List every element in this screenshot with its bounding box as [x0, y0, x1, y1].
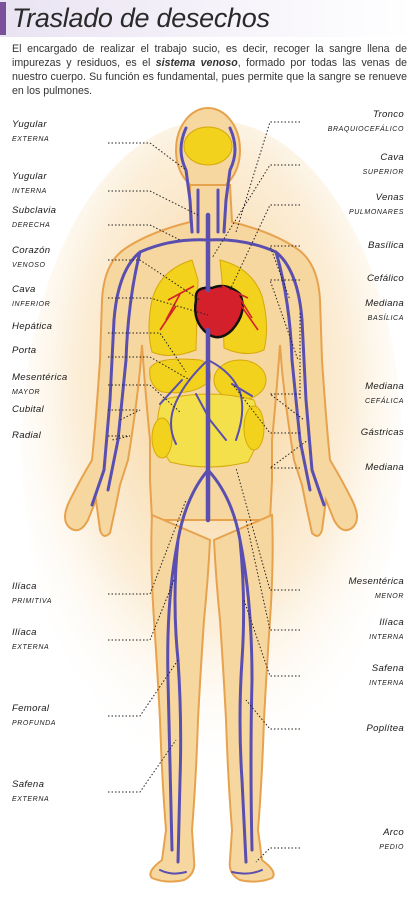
leader-lines — [108, 121, 309, 863]
label-line2: interna — [12, 185, 47, 196]
lung-red-branches — [159, 285, 259, 331]
label-safena-externa: Safena externa — [12, 778, 49, 806]
label-line1: Basílica — [368, 240, 404, 251]
title-band: Traslado de desechos — [0, 0, 412, 37]
label-line2: pulmonares — [348, 206, 404, 217]
label-mediana-cefalica: Mediana cefálica — [365, 380, 404, 408]
label-line1: Venas — [375, 192, 404, 203]
label-arco-pedio: Arco pedio — [379, 826, 404, 854]
label-line1: Safena — [371, 663, 404, 674]
veins — [90, 126, 326, 875]
label-tronco-braquiocefalico: Tronco braquiocefálico — [328, 108, 404, 136]
label-line1: Cefálico — [366, 273, 404, 284]
label-yugular-interna: Yugular interna — [12, 170, 47, 198]
label-line2: superior — [362, 166, 404, 177]
organs — [148, 126, 268, 468]
label-line1: Tronco — [373, 109, 404, 120]
iliac-and-legs — [166, 468, 254, 864]
label-line1: Corazón — [12, 245, 51, 256]
label-line2: basílica — [367, 312, 404, 323]
label-line1: Ilíaca — [12, 627, 37, 638]
colon-left — [243, 405, 265, 451]
label-line1: Hepática — [12, 321, 53, 332]
label-mesenterica-menor: Mesentérica menor — [348, 575, 404, 603]
label-line2: mayor — [12, 386, 41, 397]
colon-right — [151, 417, 173, 459]
label-line2: braquiocefálico — [327, 123, 404, 134]
label-line2: derecha — [12, 219, 51, 230]
label-line1: Gástricas — [360, 427, 404, 438]
label-line1: Femoral — [12, 703, 50, 714]
label-venas-pulmonares: Venas pulmonares — [349, 191, 404, 219]
label-line2: cefálica — [364, 395, 404, 406]
label-subclavia-derecha: Subclavia derecha — [12, 204, 56, 232]
label-line1: Arco — [383, 827, 404, 838]
label-line2: interna — [369, 677, 404, 688]
label-line1: Cava — [380, 152, 404, 163]
subclavian-and-arms — [90, 238, 326, 507]
pedal-arch — [159, 869, 263, 875]
label-cubital: Cubital — [12, 403, 44, 417]
brain — [183, 126, 233, 166]
label-yugular-externa: Yugular externa — [12, 118, 49, 146]
right-leg — [212, 513, 275, 883]
portal-mesenteric — [159, 359, 253, 445]
label-line1: Cava — [12, 284, 36, 295]
label-line1: Mediana — [365, 298, 404, 309]
label-basilica: Basílica — [368, 239, 404, 253]
label-line1: Radial — [12, 430, 41, 441]
label-radial: Radial — [12, 429, 41, 443]
label-line1: Cubital — [12, 404, 44, 415]
label-line2: externa — [12, 793, 50, 804]
label-line2: menor — [374, 590, 404, 601]
label-line1: Ilíaca — [12, 581, 37, 592]
label-line1: Safena — [12, 779, 45, 790]
label-line2: inferior — [12, 298, 51, 309]
title-accent-bar — [0, 2, 6, 35]
label-cava-superior: Cava superior — [363, 151, 404, 179]
label-line2: venoso — [12, 259, 46, 270]
label-line1: Mesentérica — [12, 372, 68, 383]
label-porta: Porta — [12, 344, 36, 358]
intro-text-before: El encargado de realizar el trabajo suci… — [12, 43, 407, 70]
label-cefalico: Cefálico — [367, 272, 404, 286]
label-iliaca-externa: Ilíaca externa — [12, 626, 49, 654]
label-cava-inferior: Cava inferior — [12, 283, 50, 311]
intro-paragraph: El encargado de realizar el trabajo suci… — [12, 42, 407, 98]
label-mediana-basilica: Mediana basílica — [365, 297, 404, 325]
label-hepatica: Hepática — [12, 320, 52, 334]
label-line2: primitiva — [12, 595, 53, 606]
page-title: Traslado de desechos — [12, 3, 270, 33]
jugular-veins — [179, 126, 237, 234]
label-line1: Mesentérica — [348, 576, 404, 587]
label-line2: pedio — [379, 841, 404, 852]
label-line1: Mediana — [365, 462, 404, 473]
label-line1: Yugular — [12, 171, 47, 182]
label-line1: Subclavia — [12, 205, 57, 216]
label-iliaca-interna: Ilíaca interna — [369, 616, 404, 644]
label-mesenterica-mayor: Mesentérica mayor — [12, 371, 68, 399]
intro-emphasis: sistema venoso — [155, 57, 238, 70]
label-iliaca-primitiva: Ilíaca primitiva — [12, 580, 52, 608]
label-femoral-profunda: Femoral profunda — [12, 702, 56, 730]
label-line1: Poplítea — [366, 723, 404, 734]
label-line2: interna — [369, 631, 404, 642]
label-line1: Yugular — [12, 119, 47, 130]
label-mediana: Mediana — [365, 461, 404, 475]
label-line2: profunda — [12, 717, 57, 728]
venous-system-illustration — [22, 107, 402, 883]
label-line1: Porta — [12, 345, 37, 356]
label-corazon-venoso: Corazón venoso — [12, 244, 50, 272]
label-line1: Ilíaca — [379, 617, 404, 628]
intro-text-after: , formado por todas las venas de nuestro… — [12, 57, 407, 98]
label-line1: Mediana — [365, 381, 404, 392]
label-gastricas: Gástricas — [361, 426, 404, 440]
label-line2: externa — [12, 641, 50, 652]
label-safena-interna: Safena interna — [369, 662, 404, 690]
label-poplitea: Poplítea — [366, 722, 404, 736]
label-line2: externa — [12, 133, 50, 144]
